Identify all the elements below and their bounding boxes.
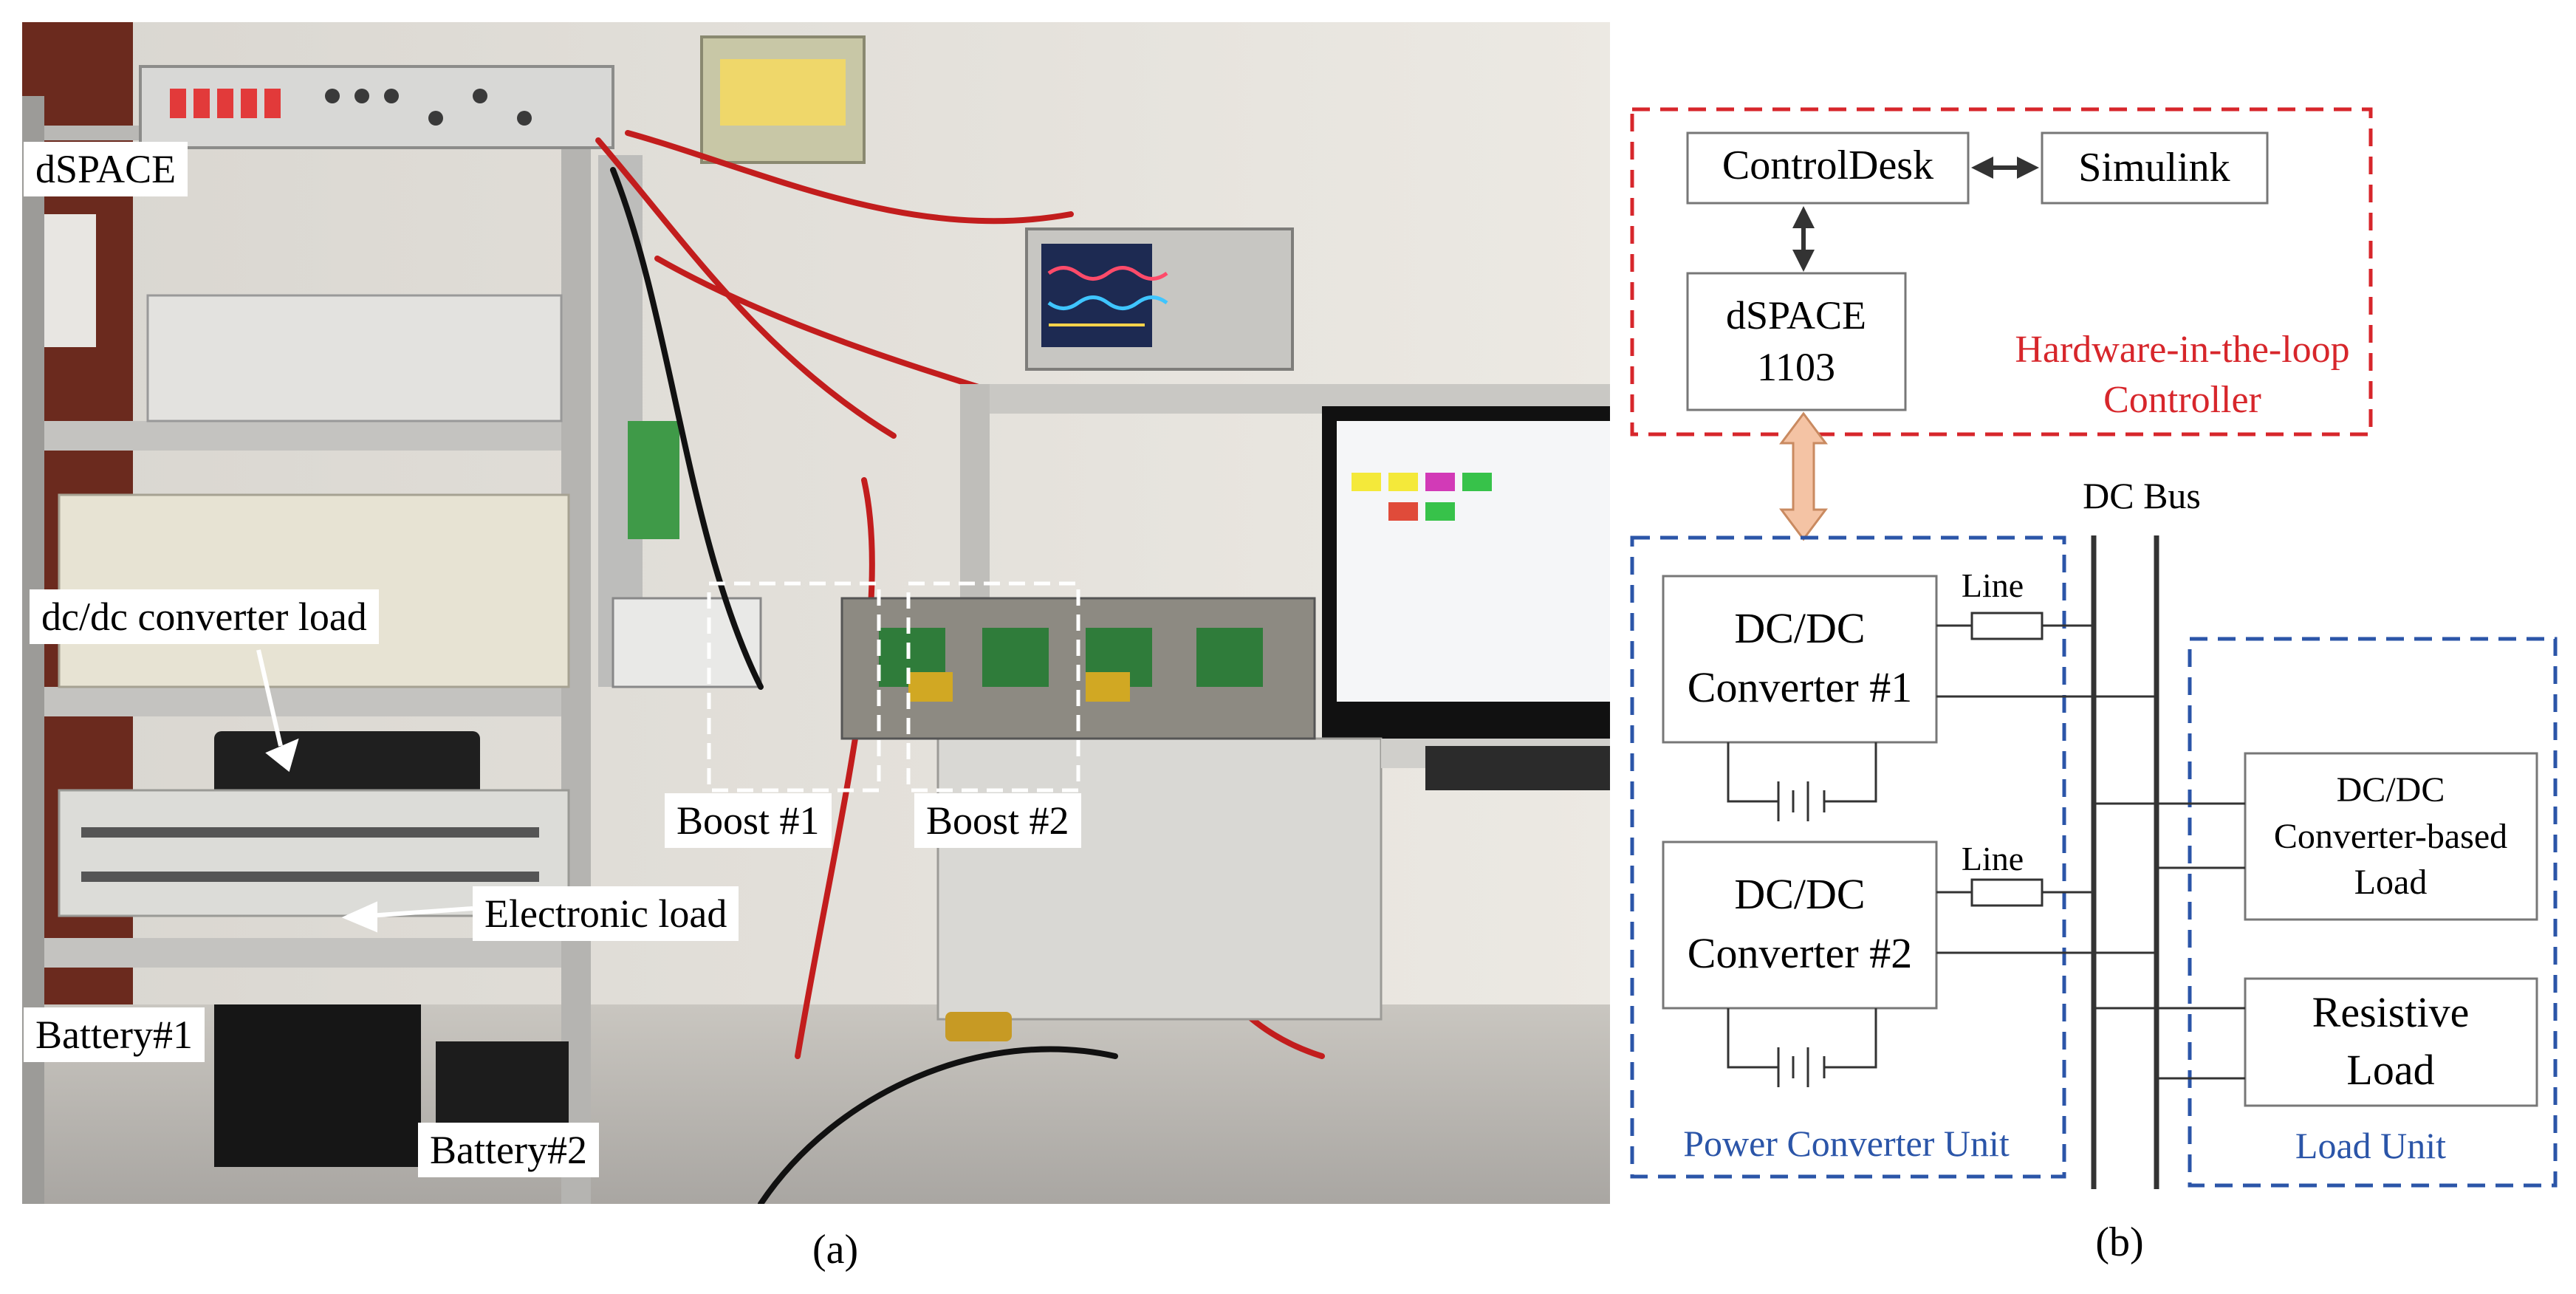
battery-1-symbol — [1727, 742, 1877, 821]
line-1-impedance — [1970, 612, 2044, 640]
label-battery-2: Battery#2 — [418, 1123, 599, 1177]
controldesk-label: ControlDesk — [1722, 143, 1933, 188]
lab-photo — [22, 22, 1610, 1204]
dspace-1103-label-line1: dSPACE — [1726, 293, 1866, 338]
hil-controller-frame — [1630, 107, 2373, 437]
load-unit-label: Load Unit — [2295, 1125, 2446, 1166]
controldesk-block — [1686, 131, 1970, 205]
dcdc-load-label-line1: DC/DC — [2337, 770, 2445, 809]
converter-2-label-line2: Converter #2 — [1688, 929, 1912, 977]
battery-2-symbol — [1727, 1008, 1877, 1087]
resistive-load-block — [2244, 977, 2538, 1107]
simulink-block — [2041, 131, 2269, 205]
resistive-load-label-line1: Resistive — [2312, 988, 2470, 1036]
label-electronic-load: Electronic load — [473, 886, 739, 941]
converter-1-label-line1: DC/DC — [1734, 604, 1865, 652]
caption-b: (b) — [2095, 1219, 2143, 1265]
caption-a: (a) — [812, 1227, 859, 1273]
hil-label-line2: Controller — [2103, 379, 2261, 421]
block-diagram: ControlDesk Simulink dSPACE 1103 Hardwar… — [1630, 107, 2558, 1265]
simulink-label: Simulink — [2078, 145, 2230, 191]
dcdc-load-label-line2: Converter-based — [2274, 817, 2507, 856]
load-unit-frame — [2188, 637, 2558, 1188]
power-converter-unit-label: Power Converter Unit — [1683, 1123, 2010, 1164]
hil-label-line1: Hardware-in-the-loop — [2015, 329, 2349, 371]
dc-bus-label: DC Bus — [2083, 475, 2201, 516]
label-battery-1: Battery#1 — [24, 1007, 205, 1062]
line-2-label: Line — [1962, 840, 2024, 877]
label-boost-2: Boost #2 — [914, 793, 1081, 848]
label-dspace: dSPACE — [24, 142, 188, 196]
label-boost-1: Boost #1 — [665, 793, 832, 848]
line-2-impedance — [1970, 878, 2044, 907]
converter-2-block — [1662, 841, 1938, 1010]
line-1-label: Line — [1962, 566, 2024, 604]
resistive-load-label-line2: Load — [2346, 1046, 2434, 1094]
dspace-1103-block — [1686, 272, 1907, 411]
label-dcdc-converter-load: dc/dc converter load — [30, 589, 379, 644]
converter-1-block — [1662, 575, 1938, 744]
dcdc-load-label-line3: Load — [2354, 863, 2428, 902]
converter-1-label-line2: Converter #1 — [1688, 663, 1912, 711]
converter-2-label-line1: DC/DC — [1734, 870, 1865, 918]
controller-to-converter-link — [1779, 411, 1828, 541]
dcdc-load-block — [2244, 752, 2538, 921]
dspace-1103-label-line2: 1103 — [1757, 345, 1835, 389]
